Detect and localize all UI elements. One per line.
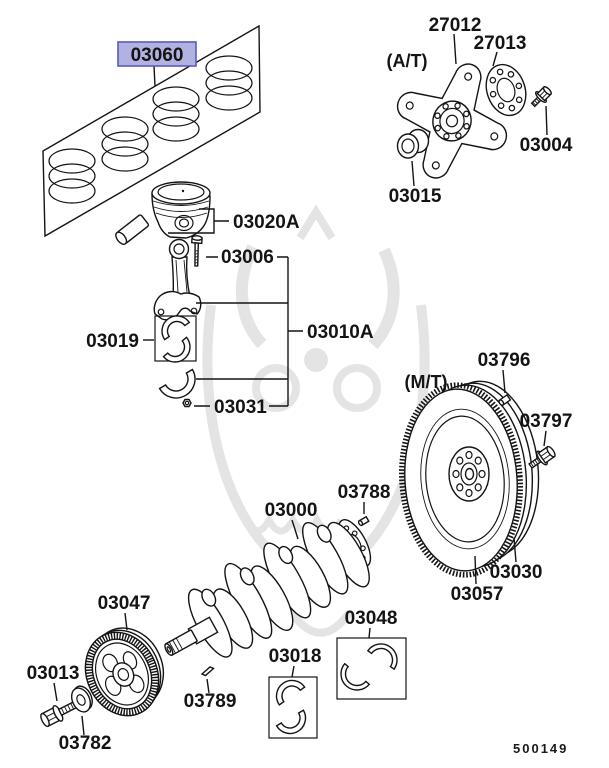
- part-label-03788[interactable]: 03788: [338, 482, 391, 503]
- part-label-03797[interactable]: 03797: [520, 411, 573, 432]
- part-label-27012[interactable]: 27012: [429, 15, 482, 36]
- part-label-03018[interactable]: 03018: [269, 646, 322, 667]
- part-label-03010A[interactable]: 03010A: [307, 322, 374, 343]
- part-flywheel-mt[interactable]: [396, 376, 547, 579]
- part-label-03013[interactable]: 03013: [27, 663, 80, 684]
- diagram-code: 500149: [513, 741, 568, 756]
- part-piston-ring-sets[interactable]: [42, 24, 261, 238]
- part-label-03031[interactable]: 03031: [214, 397, 267, 418]
- part-label-03789[interactable]: 03789: [184, 691, 237, 712]
- variant-label-mt: (M/T): [405, 372, 448, 392]
- part-crank-key[interactable]: [200, 666, 215, 677]
- part-connecting-rod[interactable]: [153, 238, 202, 321]
- part-dowel-pin-03788[interactable]: [357, 515, 370, 527]
- leader-lines: [53, 33, 548, 736]
- part-label-03048[interactable]: 03048: [345, 608, 398, 629]
- part-pilot-bushing[interactable]: [396, 128, 430, 159]
- part-label-03000[interactable]: 03000: [265, 500, 318, 521]
- part-label-03057[interactable]: 03057: [451, 584, 504, 605]
- part-main-bearings[interactable]: [268, 674, 318, 739]
- part-piston-and-pin[interactable]: [114, 181, 211, 246]
- part-adapter-plate[interactable]: [480, 59, 532, 120]
- part-crankshaft[interactable]: [144, 500, 385, 687]
- part-pulley-washer[interactable]: [68, 683, 97, 715]
- part-label-03006[interactable]: 03006: [221, 247, 274, 268]
- part-dowel-pin-03796[interactable]: [498, 393, 512, 407]
- selected-part-highlight[interactable]: [117, 41, 197, 67]
- part-conrod-nut[interactable]: [182, 398, 192, 408]
- part-conrod-cap[interactable]: [158, 368, 202, 405]
- part-label-03015[interactable]: 03015: [389, 186, 442, 207]
- part-label-03782[interactable]: 03782: [59, 733, 112, 754]
- part-drive-plate-at[interactable]: [378, 45, 526, 196]
- part-crank-pulley[interactable]: [72, 616, 179, 727]
- part-conrod-bearings[interactable]: [154, 310, 197, 368]
- part-label-03047[interactable]: 03047: [98, 593, 151, 614]
- part-label-27013[interactable]: 27013: [474, 33, 527, 54]
- part-label-03030[interactable]: 03030: [490, 562, 543, 583]
- part-label-03796[interactable]: 03796: [478, 350, 531, 371]
- part-thrust-washers[interactable]: [334, 637, 407, 700]
- ring-gear-teeth[interactable]: [396, 381, 527, 579]
- variant-label-at: (A/T): [387, 51, 428, 71]
- part-conrod-bolt[interactable]: [190, 235, 203, 267]
- part-label-03004[interactable]: 03004: [520, 135, 573, 156]
- part-label-03020A[interactable]: 03020A: [233, 212, 300, 233]
- part-label-03019[interactable]: 03019: [86, 331, 139, 352]
- part-label-03060[interactable]: 03060: [131, 45, 184, 66]
- part-flywheel-bolt[interactable]: [526, 444, 558, 473]
- part-drive-plate-bolt[interactable]: [528, 84, 554, 110]
